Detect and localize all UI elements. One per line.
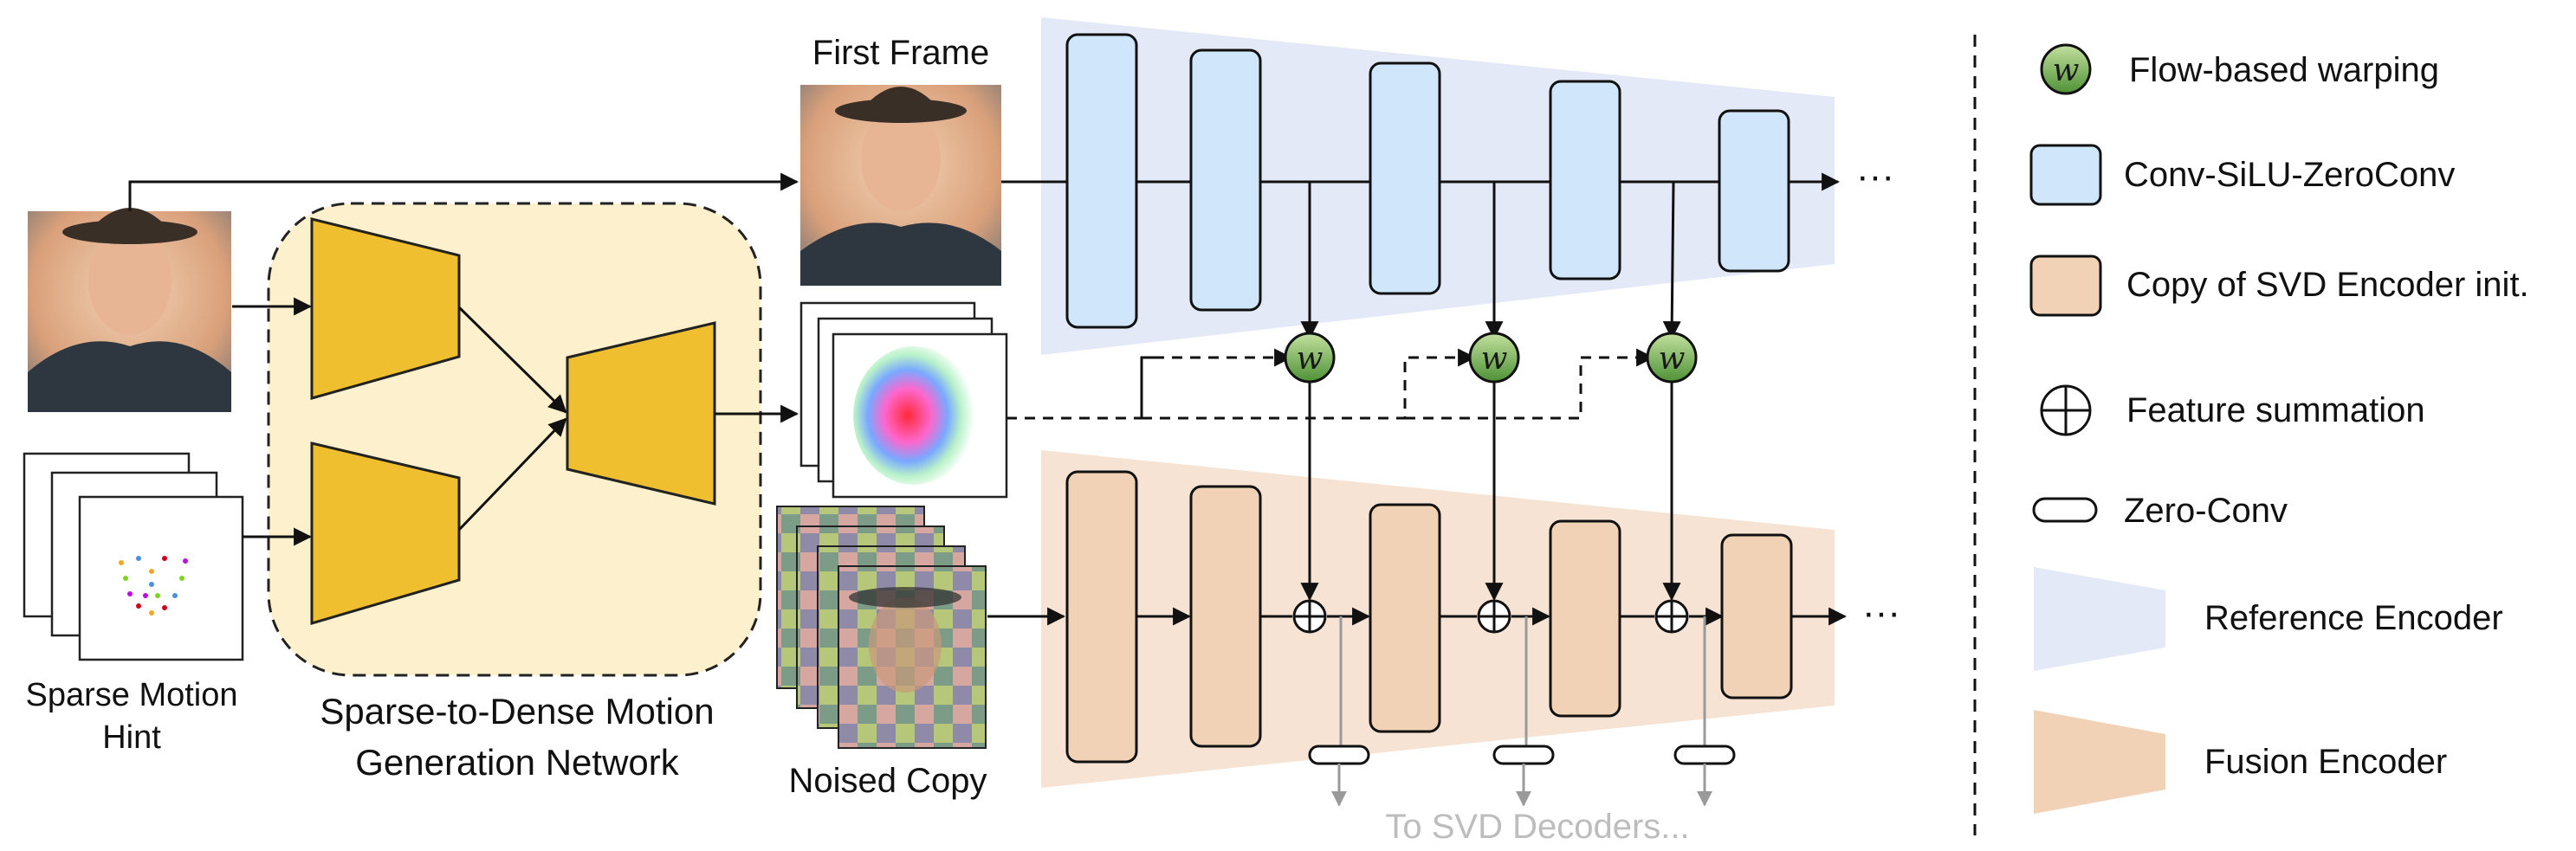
sparse-motion-hint-label-line2: Hint bbox=[102, 719, 161, 756]
legend-ref-icon bbox=[2034, 567, 2165, 671]
legend-sum-label: Feature summation bbox=[2126, 391, 2425, 429]
sparse-motion-hint-label: Sparse Motion bbox=[25, 677, 237, 713]
legend-fusion-icon bbox=[2034, 710, 2165, 814]
s2d-decoder bbox=[566, 321, 716, 506]
legend-copy-label: Copy of SVD Encoder init. bbox=[2126, 266, 2529, 304]
flow-dashed-path-2 bbox=[1142, 348, 1477, 420]
legend-fusion-label: Fusion Encoder bbox=[2204, 743, 2447, 781]
legend-ref-label: Reference Encoder bbox=[2204, 599, 2503, 637]
warp-node-3: w bbox=[1646, 332, 1698, 384]
source-portrait-image bbox=[28, 208, 231, 412]
legend-zeroconv-label: Zero-Conv bbox=[2124, 492, 2288, 530]
conv-block-2 bbox=[1189, 48, 1262, 312]
conv-block-4 bbox=[1549, 80, 1621, 280]
sum-node-1 bbox=[1292, 599, 1327, 634]
s2d-encoder-top bbox=[310, 217, 461, 400]
conv-block-3 bbox=[1369, 61, 1441, 295]
fusion-ellipsis: ··· bbox=[1862, 591, 1900, 634]
conv-block-1 bbox=[1065, 33, 1138, 329]
legend-conv-icon bbox=[2029, 144, 2102, 206]
copy-block-3 bbox=[1369, 503, 1441, 733]
legend-conv-label: Conv-SiLU-ZeroConv bbox=[2124, 156, 2455, 194]
s2d-network-label-line2: Generation Network bbox=[355, 742, 680, 783]
copy-block-5 bbox=[1720, 533, 1793, 699]
svg-text:w: w bbox=[1481, 341, 1508, 377]
legend-copy-icon bbox=[2029, 255, 2102, 317]
copy-block-4 bbox=[1549, 519, 1621, 718]
warp-node-1: w bbox=[1284, 332, 1336, 384]
flow-dashed-path-3 bbox=[1405, 348, 1655, 420]
svg-text:w: w bbox=[1297, 341, 1324, 377]
arrow-enc-top-to-dec bbox=[457, 306, 567, 414]
conv-block-5 bbox=[1718, 109, 1790, 273]
arrow-enc-bottom-to-dec bbox=[457, 417, 567, 532]
legend-warp-label: Flow-based warping bbox=[2129, 51, 2439, 89]
sum-node-3 bbox=[1654, 599, 1689, 634]
sparse-motion-hint-stack bbox=[23, 452, 244, 661]
legend: w Flow-based warping Conv-SiLU-ZeroConv … bbox=[2029, 43, 2529, 814]
noised-copy-stack bbox=[776, 506, 987, 749]
svg-text:w: w bbox=[1659, 341, 1686, 377]
flow-dashed-path bbox=[1006, 356, 1162, 420]
copy-block-2 bbox=[1189, 485, 1262, 748]
sum-node-2 bbox=[1477, 599, 1511, 634]
arrow-portrait-to-first-frame bbox=[128, 172, 799, 211]
first-frame-image bbox=[800, 85, 1001, 286]
s2d-network-label: Sparse-to-Dense Motion bbox=[320, 691, 714, 732]
legend-warp-icon bbox=[2040, 43, 2092, 95]
first-frame-label: First Frame bbox=[812, 34, 989, 72]
zero-conv-2 bbox=[1492, 745, 1555, 765]
legend-sum-icon bbox=[2040, 384, 2092, 436]
noised-copy-label: Noised Copy bbox=[788, 762, 987, 800]
to-svd-decoders-label: To SVD Decoders... bbox=[1385, 808, 1689, 846]
legend-zeroconv-icon bbox=[2032, 497, 2098, 523]
reference-ellipsis: ··· bbox=[1856, 155, 1894, 197]
copy-block-1 bbox=[1065, 470, 1138, 764]
motion-hint-dots bbox=[119, 556, 188, 616]
zero-conv-3 bbox=[1673, 745, 1736, 765]
flow-dashed-path-1 bbox=[1140, 348, 1293, 418]
warp-node-2: w bbox=[1468, 332, 1520, 384]
svg-text:w: w bbox=[2053, 53, 2080, 88]
zero-conv-1 bbox=[1308, 745, 1370, 765]
arrow-ref-to-warp-3 bbox=[1662, 181, 1681, 340]
dense-flow-stack bbox=[799, 301, 1008, 499]
s2d-encoder-bottom bbox=[310, 442, 461, 626]
